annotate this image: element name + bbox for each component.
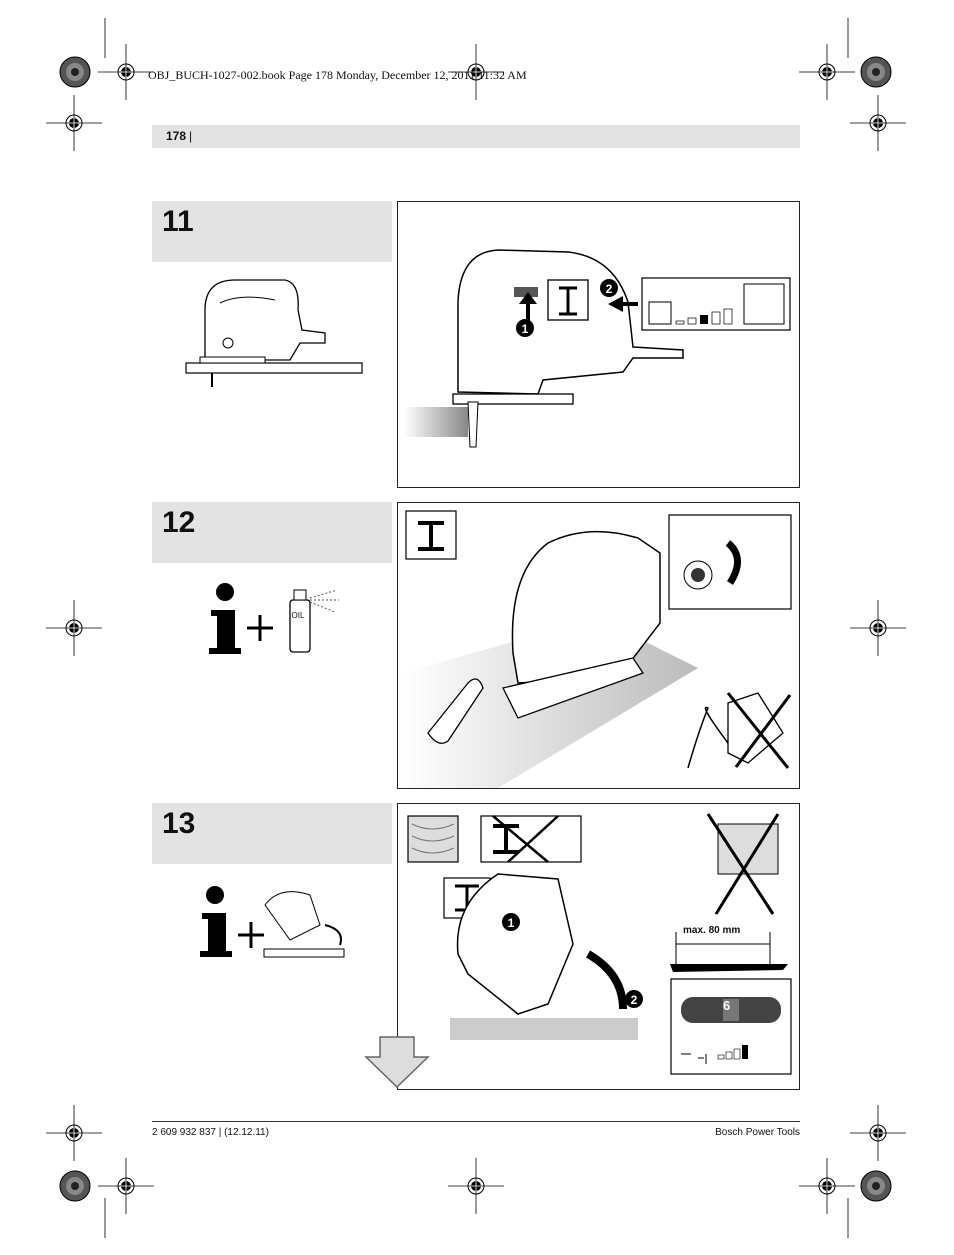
footer-brand: Bosch Power Tools bbox=[715, 1127, 800, 1138]
header-separator: | bbox=[189, 129, 193, 143]
step-13-bar: 13 bbox=[152, 803, 392, 864]
oil-label: OIL bbox=[291, 611, 305, 620]
header-bar bbox=[152, 125, 800, 148]
max-dimension-label: max. 80 mm bbox=[683, 925, 741, 936]
svg-text:1: 1 bbox=[522, 322, 529, 336]
wood-icon bbox=[407, 815, 459, 863]
arrow-left-icon bbox=[608, 296, 638, 312]
step-number: 11 bbox=[162, 205, 194, 238]
pendulum-setting-illustration: 1 2 bbox=[404, 249, 791, 448]
speed-dial-value: 6 bbox=[723, 998, 731, 1013]
step-13-panel: 1 2 bbox=[397, 803, 800, 1090]
speed-dial-panel bbox=[670, 978, 792, 1075]
page-number-value: 178 bbox=[166, 129, 187, 143]
footer-document-number: 2 609 932 837 | (12.12.11) bbox=[152, 1127, 269, 1138]
arrow-down-icon bbox=[364, 1036, 430, 1089]
arrow-tilt-icon bbox=[585, 950, 627, 1010]
cutting-illustration: 1 2 bbox=[407, 813, 792, 1075]
lever-icon bbox=[514, 287, 538, 297]
oil-bottle-icon bbox=[289, 599, 311, 653]
svg-text:2: 2 bbox=[606, 282, 613, 296]
step-11-bar: 11 bbox=[152, 201, 392, 262]
page-number: 178| bbox=[166, 129, 192, 143]
footer-divider bbox=[152, 1121, 800, 1122]
info-oil-illustration bbox=[209, 583, 339, 654]
steel-cross-icon bbox=[480, 815, 582, 863]
arrow-up-icon bbox=[519, 292, 537, 324]
print-info: OBJ_BUCH-1027-002.book Page 178 Monday, … bbox=[148, 68, 527, 82]
step-12-panel bbox=[397, 502, 800, 789]
blade-guide-oiling-illustration bbox=[402, 510, 792, 788]
pendulum-detail bbox=[668, 514, 792, 610]
vacuum-cleaner-icon bbox=[687, 692, 792, 769]
jigsaw-on-board-illustration bbox=[185, 279, 363, 387]
step-12-bar: 12 bbox=[152, 502, 392, 563]
svg-text:2: 2 bbox=[631, 993, 638, 1007]
svg-text:1: 1 bbox=[508, 916, 515, 930]
info-blade-illustration bbox=[200, 886, 345, 958]
step-number: 13 bbox=[162, 807, 196, 840]
info-icon bbox=[206, 886, 224, 904]
info-icon bbox=[216, 583, 234, 601]
step-11-panel: 1 2 bbox=[397, 201, 800, 488]
oil-can-icon bbox=[427, 678, 484, 744]
step-number: 12 bbox=[162, 506, 196, 539]
